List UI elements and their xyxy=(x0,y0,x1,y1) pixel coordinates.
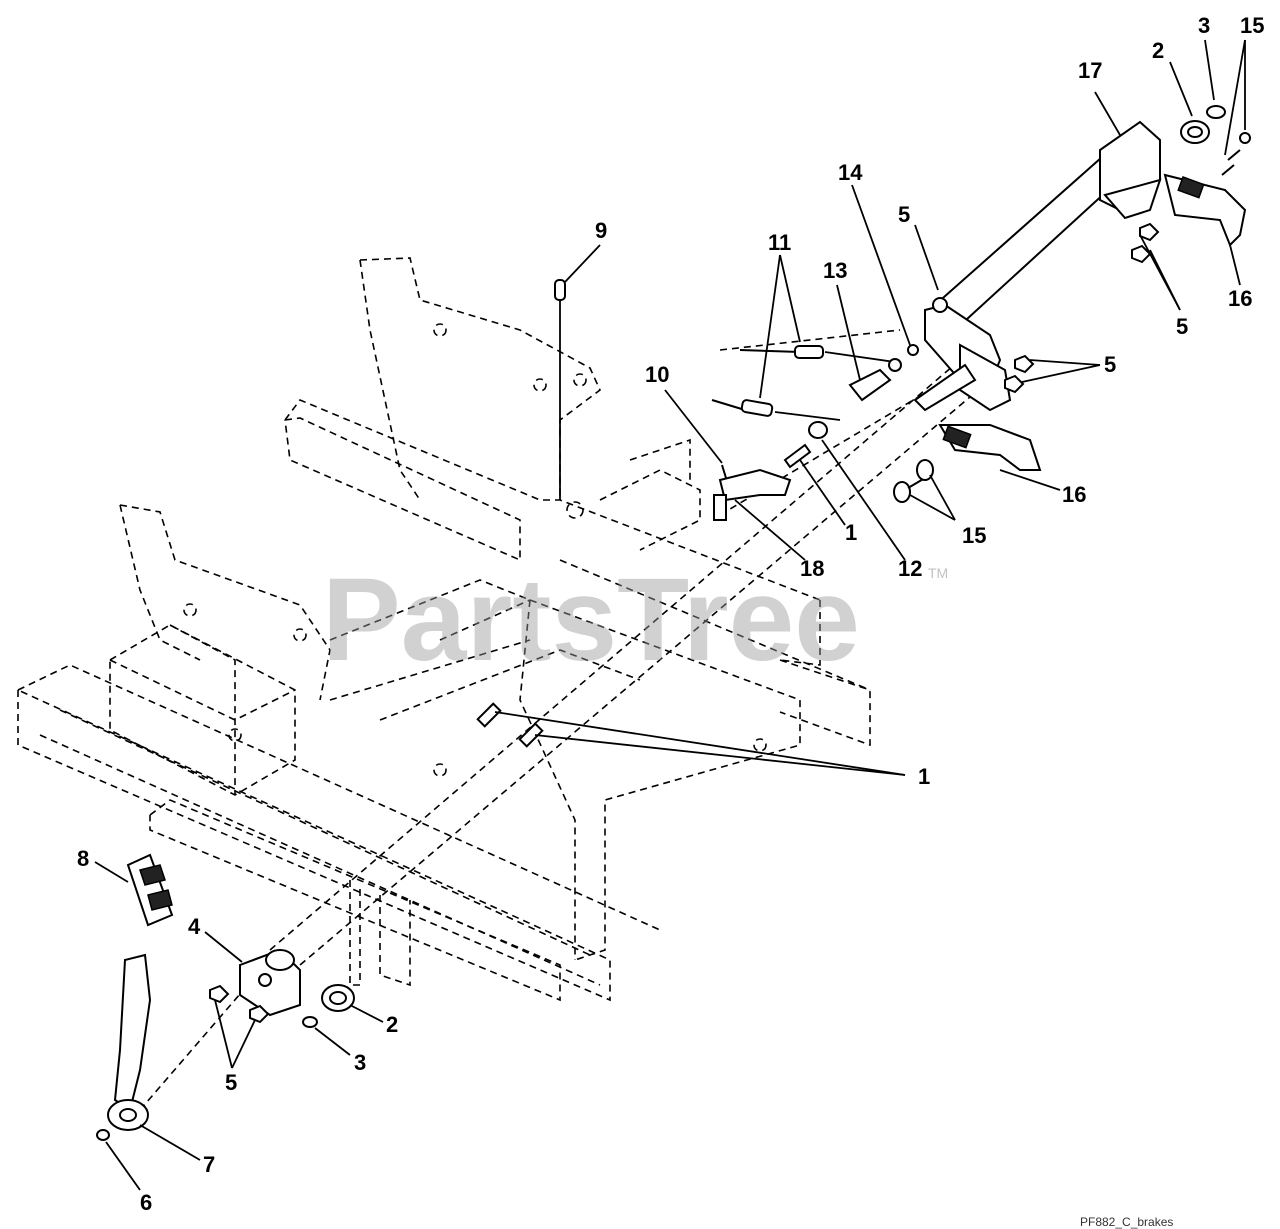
callout-4: 4 xyxy=(188,914,201,939)
watermark-tm: TM xyxy=(928,565,948,581)
callout-15-lower: 15 xyxy=(962,523,986,548)
callout-12: 12 xyxy=(898,556,922,581)
callout-5-middle: 5 xyxy=(1104,352,1116,377)
callout-1-lower: 1 xyxy=(918,764,930,789)
callout-5-right: 5 xyxy=(1176,314,1188,339)
brake-pedal-parts xyxy=(96,702,544,1141)
callout-13: 13 xyxy=(823,258,847,283)
callout-8: 8 xyxy=(77,846,89,871)
callout-10: 10 xyxy=(645,362,669,387)
callout-2-lower: 2 xyxy=(386,1012,398,1037)
callout-15-top: 15 xyxy=(1240,13,1264,38)
callout-3-top: 3 xyxy=(1198,13,1210,38)
callout-11: 11 xyxy=(768,230,791,255)
callout-9: 9 xyxy=(595,218,607,243)
callout-6: 6 xyxy=(140,1190,152,1215)
watermark: PartsTree xyxy=(322,554,860,686)
brake-shaft-assembly xyxy=(893,105,1251,503)
chassis-frame xyxy=(17,257,901,1002)
callout-17: 17 xyxy=(1078,58,1102,83)
callout-1-upper: 1 xyxy=(845,520,857,545)
callout-3-lower: 3 xyxy=(354,1050,366,1075)
callout-16-top: 16 xyxy=(1228,286,1252,311)
brake-linkage xyxy=(554,279,919,521)
callout-14: 14 xyxy=(838,160,863,185)
callout-18: 18 xyxy=(800,556,824,581)
callouts: 17 2 3 15 16 5 5 5 14 13 11 10 9 1 18 12… xyxy=(77,13,1264,1215)
callout-2-top: 2 xyxy=(1152,38,1164,63)
figure-reference: PF882_C_brakes xyxy=(1080,1215,1173,1229)
leader-lines xyxy=(94,39,1246,1191)
callout-16-lower: 16 xyxy=(1062,482,1086,507)
callout-5-lower: 5 xyxy=(225,1070,237,1095)
callout-5-upper: 5 xyxy=(898,202,910,227)
callout-7: 7 xyxy=(203,1152,215,1177)
